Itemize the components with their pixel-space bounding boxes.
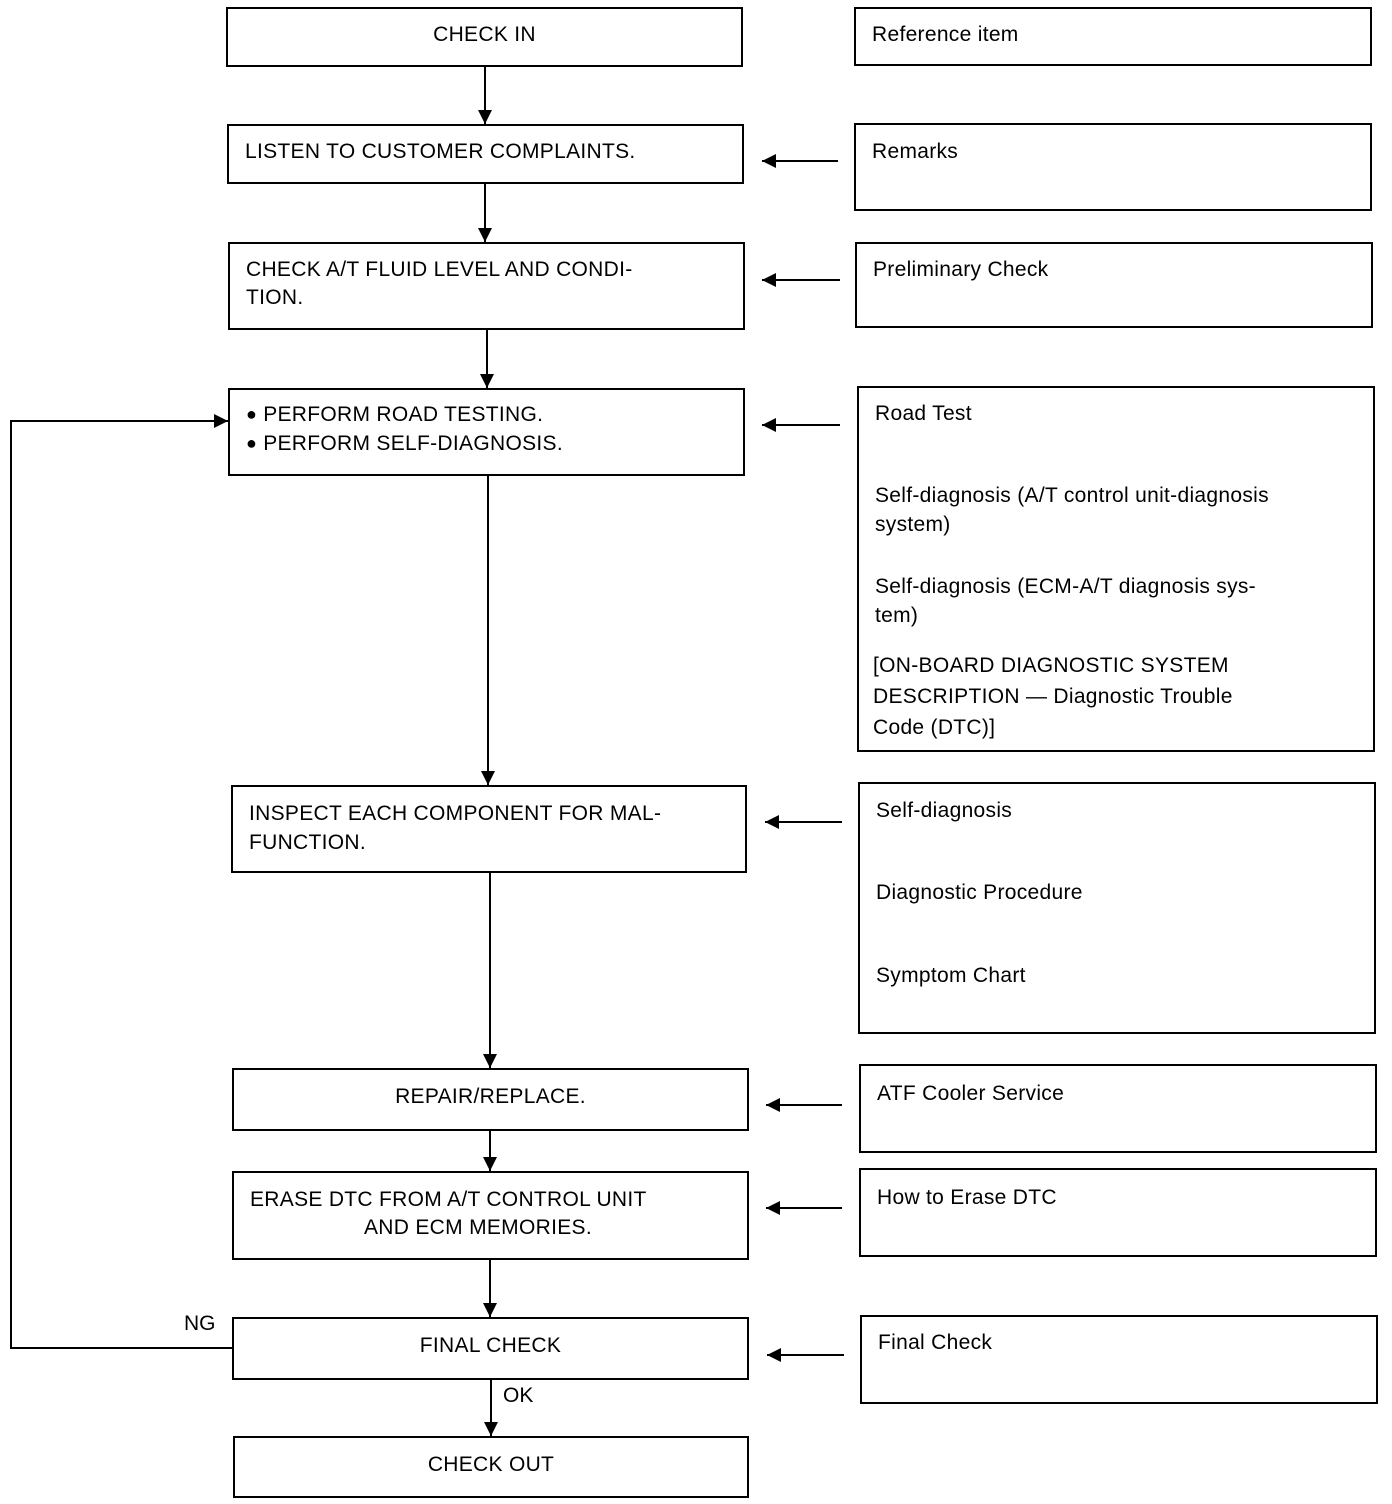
step-inspect: INSPECT EACH COMPONENT FOR MAL- FUNCTION… bbox=[231, 785, 747, 873]
ref-self-diag-ecm-line-1: Self-diagnosis (ECM-A/T diagnosis sys- bbox=[875, 575, 1256, 598]
ref-self-diag-ecm-line-2: tem) bbox=[875, 604, 919, 627]
step-inspect-line-2: FUNCTION. bbox=[249, 831, 367, 854]
step-final-check: FINAL CHECK bbox=[232, 1317, 749, 1380]
ref-obd-line-3: Code (DTC)] bbox=[873, 716, 996, 739]
step-check-in-label: CHECK IN bbox=[433, 23, 536, 46]
bullet-icon: ● bbox=[246, 404, 258, 424]
step-erase-dtc: ERASE DTC FROM A/T CONTROL UNIT AND ECM … bbox=[232, 1171, 749, 1260]
ok-label: OK bbox=[503, 1384, 534, 1407]
ref-header-label: Reference item bbox=[872, 23, 1019, 46]
ref-self-diag-at-line-2: system) bbox=[875, 513, 951, 536]
step-road-test: ●PERFORM ROAD TESTING. ●PERFORM SELF-DIA… bbox=[228, 388, 745, 476]
ref-road-test-label: Road Test bbox=[875, 402, 972, 425]
step-check-in: CHECK IN bbox=[226, 7, 743, 67]
ref-atf-cooler-label: ATF Cooler Service bbox=[877, 1082, 1065, 1105]
ref-diagnostic-procedure-label: Diagnostic Procedure bbox=[876, 881, 1083, 904]
step-final-check-label: FINAL CHECK bbox=[419, 1334, 562, 1357]
ng-label: NG bbox=[184, 1312, 216, 1335]
step-check-fluid-line-1: CHECK A/T FLUID LEVEL AND CONDI- bbox=[246, 258, 633, 281]
ref-symptom-chart-label: Symptom Chart bbox=[876, 964, 1026, 987]
bullet-icon: ● bbox=[246, 433, 258, 453]
ref-erase-dtc-label: How to Erase DTC bbox=[877, 1186, 1057, 1209]
ref-preliminary: Preliminary Check bbox=[855, 242, 1373, 328]
ref-road-test: Road Test Self-diagnosis (A/T control un… bbox=[857, 386, 1375, 752]
step-check-out-label: CHECK OUT bbox=[427, 1453, 555, 1476]
step-erase-line-1: ERASE DTC FROM A/T CONTROL UNIT bbox=[250, 1188, 647, 1211]
step-repair-label: REPAIR/REPLACE. bbox=[395, 1085, 586, 1108]
step-listen-label: LISTEN TO CUSTOMER COMPLAINTS. bbox=[245, 140, 636, 163]
ref-inspect: Self-diagnosis Diagnostic Procedure Symp… bbox=[858, 782, 1376, 1034]
ref-preliminary-label: Preliminary Check bbox=[873, 258, 1049, 281]
step-road-testing-label: PERFORM ROAD TESTING. bbox=[263, 403, 544, 426]
step-inspect-line-1: INSPECT EACH COMPONENT FOR MAL- bbox=[249, 802, 662, 825]
ref-self-diag-at-line-1: Self-diagnosis (A/T control unit-diagnos… bbox=[875, 484, 1269, 507]
ref-obd-line-2: DESCRIPTION — Diagnostic Trouble bbox=[873, 685, 1233, 708]
ref-obd-line-1: [ON-BOARD DIAGNOSTIC SYSTEM bbox=[873, 654, 1229, 677]
ref-final-check: Final Check bbox=[860, 1315, 1378, 1404]
step-check-fluid: CHECK A/T FLUID LEVEL AND CONDI- TION. bbox=[228, 242, 745, 330]
step-road-line-2: ●PERFORM SELF-DIAGNOSIS. bbox=[246, 432, 563, 456]
ref-final-check-label: Final Check bbox=[878, 1331, 993, 1354]
step-self-diagnosis-label: PERFORM SELF-DIAGNOSIS. bbox=[263, 432, 563, 455]
step-erase-line-2: AND ECM MEMORIES. bbox=[364, 1216, 592, 1239]
ref-remarks-label: Remarks bbox=[872, 140, 959, 163]
step-repair: REPAIR/REPLACE. bbox=[232, 1068, 749, 1131]
ref-atf-cooler: ATF Cooler Service bbox=[859, 1064, 1377, 1153]
ng-loop-arrow bbox=[10, 414, 233, 1349]
step-road-line-1: ●PERFORM ROAD TESTING. bbox=[246, 403, 543, 427]
ref-erase-dtc: How to Erase DTC bbox=[859, 1168, 1377, 1257]
ref-self-diagnosis-label: Self-diagnosis bbox=[876, 799, 1013, 822]
step-check-fluid-line-2: TION. bbox=[246, 286, 304, 309]
step-check-out: CHECK OUT bbox=[233, 1436, 749, 1498]
ref-header: Reference item bbox=[854, 7, 1372, 66]
ref-remarks: Remarks bbox=[854, 123, 1372, 211]
step-listen: LISTEN TO CUSTOMER COMPLAINTS. bbox=[227, 124, 744, 184]
